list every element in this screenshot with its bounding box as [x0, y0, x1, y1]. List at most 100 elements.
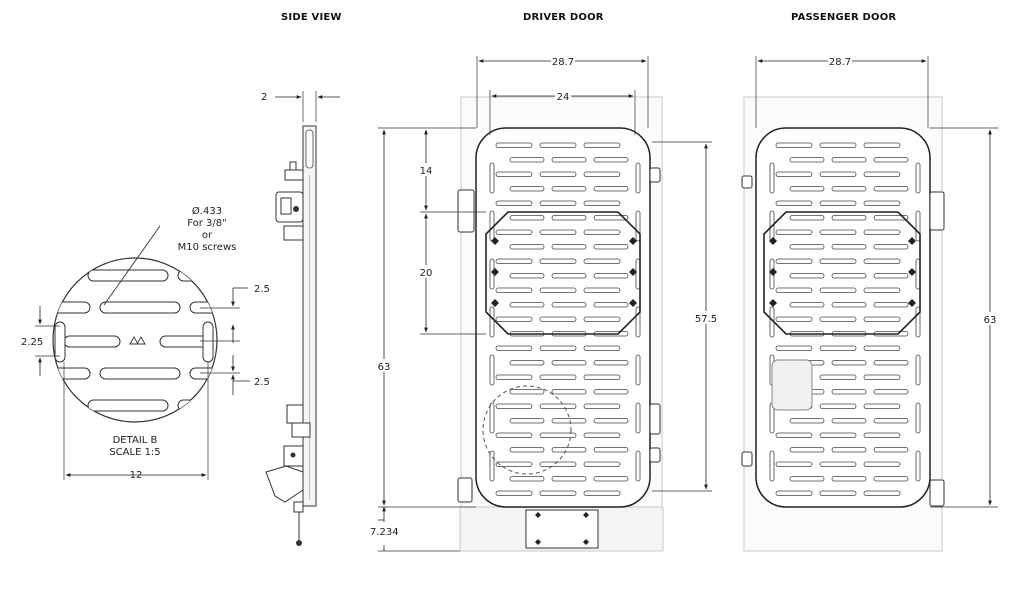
rack-slot — [831, 302, 867, 308]
detail-b-callout — [482, 385, 572, 475]
rack-side-slot — [915, 162, 921, 194]
rack-slot — [539, 200, 577, 206]
rack-slot — [831, 215, 867, 221]
rack-slot — [551, 244, 587, 250]
rack-side-slot — [489, 162, 495, 194]
rack-slot — [495, 229, 533, 235]
rack-slot — [539, 229, 577, 235]
passenger-slot-grid — [769, 142, 921, 496]
rack-slot — [551, 302, 587, 308]
rack-slot — [819, 200, 857, 206]
rack-side-slot — [915, 402, 921, 434]
rack-slot — [789, 302, 825, 308]
rack-slot — [831, 273, 867, 279]
dim-detail-slot: 2.25 — [21, 337, 43, 348]
detail-scale: SCALE 1:5 — [109, 447, 160, 458]
rack-slot — [873, 215, 909, 221]
rack-side-slot — [769, 450, 775, 482]
rack-slot — [775, 200, 813, 206]
rack-slot — [873, 476, 909, 482]
rack-slot — [863, 461, 901, 467]
rack-slot — [593, 389, 629, 395]
rack-slot — [495, 403, 533, 409]
rack-slot — [583, 374, 621, 380]
rack-slot — [775, 345, 813, 351]
rack-slot — [593, 302, 629, 308]
rack-slot — [593, 215, 629, 221]
side-view: 2 — [261, 91, 340, 546]
rack-slot — [551, 273, 587, 279]
rack-slot — [495, 200, 533, 206]
rack-slot — [495, 374, 533, 380]
rack-slot — [863, 432, 901, 438]
rack-side-slot — [489, 306, 495, 338]
hole-leader — [103, 225, 161, 306]
rack-slot — [495, 258, 533, 264]
rack-slot — [495, 287, 533, 293]
rack-slot — [551, 215, 587, 221]
rack-slot — [789, 157, 825, 163]
detail-b: Ø.433 For 3/8" or M10 screws DETAIL B SC… — [21, 205, 270, 481]
rack-slot — [583, 490, 621, 496]
rack-slot — [583, 200, 621, 206]
rack-slot — [551, 476, 587, 482]
rack-slot — [551, 418, 587, 424]
side-view-title: SIDE VIEW — [281, 12, 342, 23]
rack-slot — [509, 273, 545, 279]
rack-slot — [509, 302, 545, 308]
rack-slot — [593, 244, 629, 250]
rack-slot — [831, 389, 867, 395]
dim-side-depth: 2 — [261, 92, 267, 103]
rack-side-slot — [635, 162, 641, 194]
door-handle-cutout — [771, 359, 813, 411]
rack-slot — [819, 258, 857, 264]
rack-slot — [583, 461, 621, 467]
rack-slot — [831, 244, 867, 250]
rack-slot — [863, 490, 901, 496]
rack-slot — [583, 229, 621, 235]
rack-slot — [775, 490, 813, 496]
rack-slot — [831, 157, 867, 163]
rack-slot — [863, 287, 901, 293]
rack-slot — [509, 389, 545, 395]
rack-side-slot — [635, 354, 641, 386]
rack-side-slot — [489, 402, 495, 434]
rack-slot — [863, 316, 901, 322]
rack-slot — [583, 345, 621, 351]
hole-note-4: M10 screws — [178, 242, 237, 253]
rack-slot — [873, 186, 909, 192]
dim-driver-top-offset: 14 — [420, 166, 433, 177]
rack-slot — [863, 345, 901, 351]
rack-slot — [539, 403, 577, 409]
hole-note-1: Ø.433 — [192, 205, 222, 217]
rack-slot — [593, 476, 629, 482]
rack-slot — [583, 142, 621, 148]
rack-slot — [775, 432, 813, 438]
driver-center-panel — [485, 211, 641, 335]
rack-slot — [873, 273, 909, 279]
rack-slot — [789, 215, 825, 221]
rack-slot — [495, 432, 533, 438]
rack-slot — [583, 432, 621, 438]
driver-panel-fasteners — [491, 237, 637, 307]
rack-slot — [873, 157, 909, 163]
rack-slot — [539, 316, 577, 322]
dim-detail-pitch-top: 2.5 — [254, 284, 270, 295]
rack-slot — [509, 186, 545, 192]
rack-slot — [593, 447, 629, 453]
rack-slot — [551, 389, 587, 395]
rack-slot — [863, 142, 901, 148]
rack-slot — [509, 157, 545, 163]
hole-note-3: or — [202, 230, 213, 241]
rack-slot — [819, 229, 857, 235]
rack-slot — [551, 360, 587, 366]
driver-door: 28.7 24 63 14 20 57.5 7.234 — [370, 54, 718, 552]
rack-slot — [495, 142, 533, 148]
dim-detail-width: 12 — [130, 470, 143, 481]
rack-slot — [819, 461, 857, 467]
rack-slot — [583, 287, 621, 293]
rack-slot — [789, 186, 825, 192]
rack-slot — [775, 461, 813, 467]
rack-slot — [873, 418, 909, 424]
rack-slot — [593, 418, 629, 424]
